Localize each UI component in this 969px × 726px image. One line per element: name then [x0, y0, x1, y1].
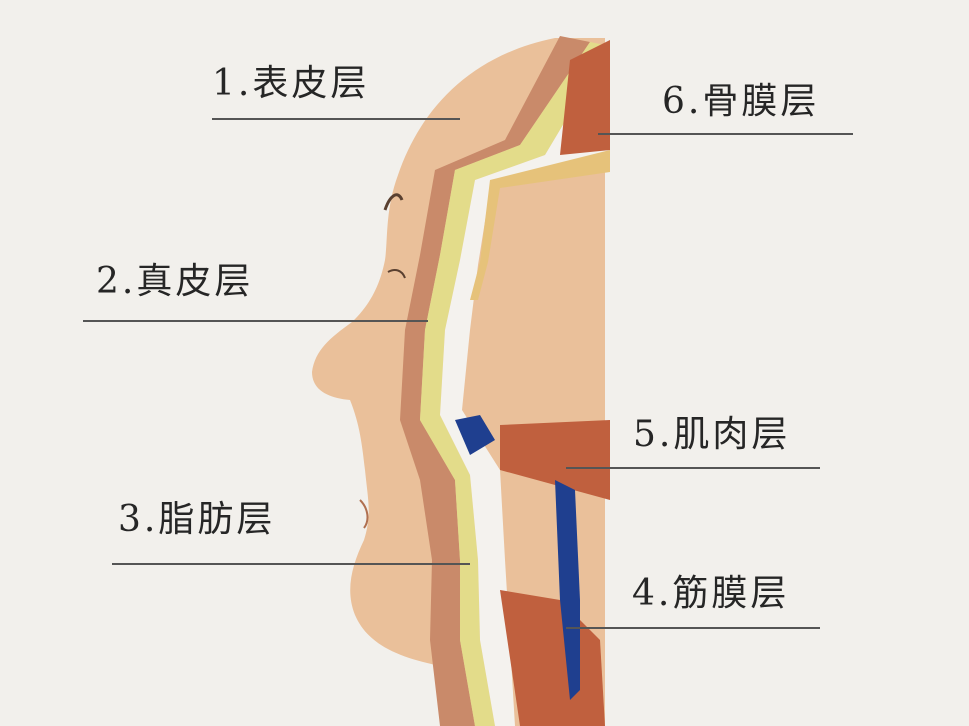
mid-muscle	[500, 420, 610, 500]
leader-fat	[112, 563, 470, 565]
label-muscle: 5.肌肉层	[633, 414, 791, 455]
label-dermis: 2.真皮层	[96, 261, 254, 302]
dermis-band	[400, 36, 590, 726]
eyebrow	[383, 193, 404, 211]
mouth	[359, 499, 369, 529]
fat-band	[420, 42, 610, 726]
label-epidermis: 1.表皮层	[212, 63, 370, 104]
leader-muscle	[566, 467, 820, 469]
leader-epidermis	[212, 118, 460, 120]
eye	[387, 269, 406, 279]
leader-dermis	[83, 320, 428, 322]
leader-fascia	[566, 627, 820, 629]
deep-fascia-upper	[455, 415, 495, 455]
label-fascia: 4.筋膜层	[632, 573, 790, 614]
deep-fascia	[555, 480, 580, 700]
fascia-band	[440, 46, 610, 726]
label-fat: 3.脂肪层	[118, 499, 276, 540]
bone-strip	[470, 150, 610, 300]
label-periosteum: 6.骨膜层	[662, 81, 820, 122]
leader-periosteum	[598, 133, 853, 135]
upper-muscle	[560, 40, 610, 155]
